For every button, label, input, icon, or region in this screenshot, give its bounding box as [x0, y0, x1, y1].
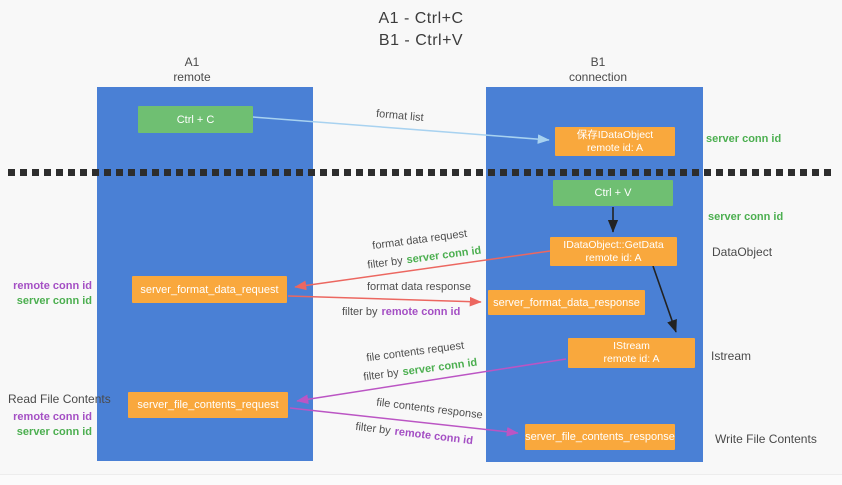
lane-b1-subtitle: connection	[568, 70, 628, 84]
side-label-server-conn-id-top: server conn id	[706, 133, 782, 145]
node-ctrl-v: Ctrl + V	[553, 180, 673, 206]
lane-header-b1: B1 connection	[538, 55, 658, 85]
filter-remote-conn-id: remote conn id	[393, 425, 474, 448]
side-label-read-file-contents: Read File Contents	[8, 392, 111, 406]
diagram-title: A1 - Ctrl+C B1 - Ctrl+V	[0, 8, 842, 52]
filter-server-conn-id: server conn id	[401, 356, 478, 379]
node-getdata-line2: remote id: A	[585, 251, 642, 264]
conn-stack-format: remote conn id server conn id	[0, 279, 92, 309]
node-save-idataobject-line2: remote id: A	[586, 141, 644, 154]
node-server-format-data-request: server_format_data_request	[132, 276, 287, 303]
node-server-file-contents-request: server_file_contents_request	[128, 392, 288, 418]
lane-a1-name: A1	[184, 55, 200, 69]
side-label-dataobject: DataObject	[712, 245, 773, 259]
arrow-label-format-list: format list	[375, 107, 425, 125]
side-label-server-conn-id-mid: server conn id	[708, 211, 784, 223]
node-getdata: IDataObject::GetData remote id: A	[550, 237, 677, 266]
lane-a1-subtitle: remote	[173, 70, 211, 84]
title-line-1: A1 - Ctrl+C	[378, 10, 464, 27]
side-label-istream: Istream	[711, 349, 752, 363]
side-label-server-conn-id-2: server conn id	[16, 426, 92, 438]
filter-remote-conn-id: remote conn id	[381, 306, 461, 318]
node-istream-line1: IStream	[613, 340, 650, 352]
side-label-remote-conn-id-1: remote conn id	[13, 280, 92, 292]
filter-by-text: filter by	[354, 420, 392, 438]
node-server-format-data-response: server_format_data_response	[488, 290, 645, 315]
dotted-divider-line	[8, 169, 834, 176]
side-label-write-file-contents: Write File Contents	[715, 432, 817, 446]
lane-b1-name: B1	[590, 55, 606, 69]
node-ctrl-c: Ctrl + C	[138, 106, 253, 133]
lane-header-a1: A1 remote	[132, 55, 252, 85]
window-bottom-edge	[0, 474, 842, 485]
node-server-file-contents-response: server_file_contents_response	[525, 424, 675, 450]
arrow-label-format-data-response: format data response	[367, 281, 471, 293]
title-line-2: B1 - Ctrl+V	[378, 32, 464, 49]
node-istream: IStream remote id: A	[568, 338, 695, 368]
conn-stack-file: remote conn id server conn id	[0, 410, 92, 440]
filter-by-text: filter by	[366, 254, 404, 272]
arrow-format-data-response	[287, 295, 482, 307]
node-save-idataobject-line1: 保存IDataObject	[576, 128, 654, 141]
filter-by-text: filter by	[362, 366, 400, 384]
side-label-server-conn-id-1: server conn id	[16, 295, 92, 307]
side-label-remote-conn-id-2: remote conn id	[13, 411, 92, 423]
filter-by-text: filter by	[342, 306, 378, 318]
filter-server-conn-id: server conn id	[405, 244, 482, 267]
node-istream-line2: remote id: A	[603, 353, 660, 365]
node-save-idataobject: 保存IDataObject remote id: A	[555, 127, 675, 156]
node-getdata-line1: IDataObject::GetData	[563, 238, 664, 251]
arrow-label-file-contents-response: file contents response	[375, 396, 484, 422]
